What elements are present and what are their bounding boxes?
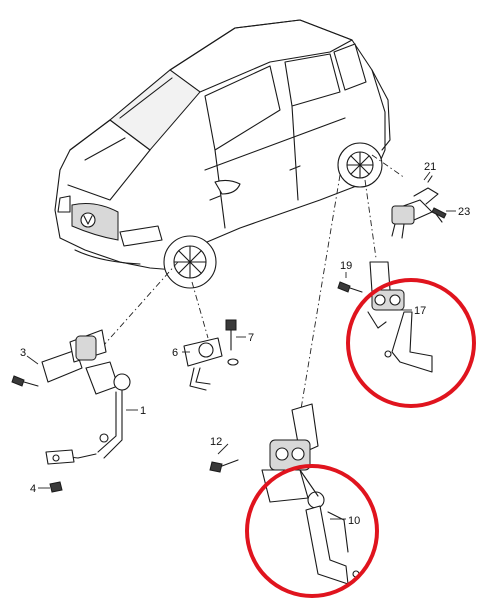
part-7-bolt: [225, 319, 239, 366]
callout-10: 10: [348, 515, 360, 527]
highlight-circle-part-10: [245, 464, 379, 598]
reference-lines: [94, 154, 406, 416]
highlight-circle-part-17: [346, 278, 476, 408]
highlight-circles: [245, 278, 476, 598]
callout-23: 23: [458, 206, 470, 218]
part-1-level-sensor: [41, 329, 131, 465]
part-19-bolt: [337, 281, 363, 293]
callout-4: 4: [30, 483, 36, 495]
part-23-bolt: [431, 207, 447, 223]
callout-19: 19: [340, 260, 352, 272]
part-17-bracket: [367, 261, 433, 373]
callout-12: 12: [210, 436, 222, 448]
part-6-sensor: [183, 337, 223, 391]
part-4-nut: [49, 481, 63, 493]
callout-17: 17: [414, 305, 426, 317]
part-3-bolt: [11, 375, 39, 387]
leader-lines: [26, 171, 456, 520]
callout-21: 21: [424, 161, 436, 173]
callout-7: 7: [248, 332, 254, 344]
part-12-bolt: [209, 459, 239, 473]
part-10-bracket-assembly: [261, 403, 360, 585]
callout-1: 1: [140, 405, 146, 417]
callout-6: 6: [172, 347, 178, 359]
callout-3: 3: [20, 347, 26, 359]
callout-labels: 1 3 4 6 7 10 12 17 19 21 23: [20, 161, 470, 527]
vehicle-illustration: [54, 19, 391, 289]
part-21-sensor: [391, 175, 439, 239]
